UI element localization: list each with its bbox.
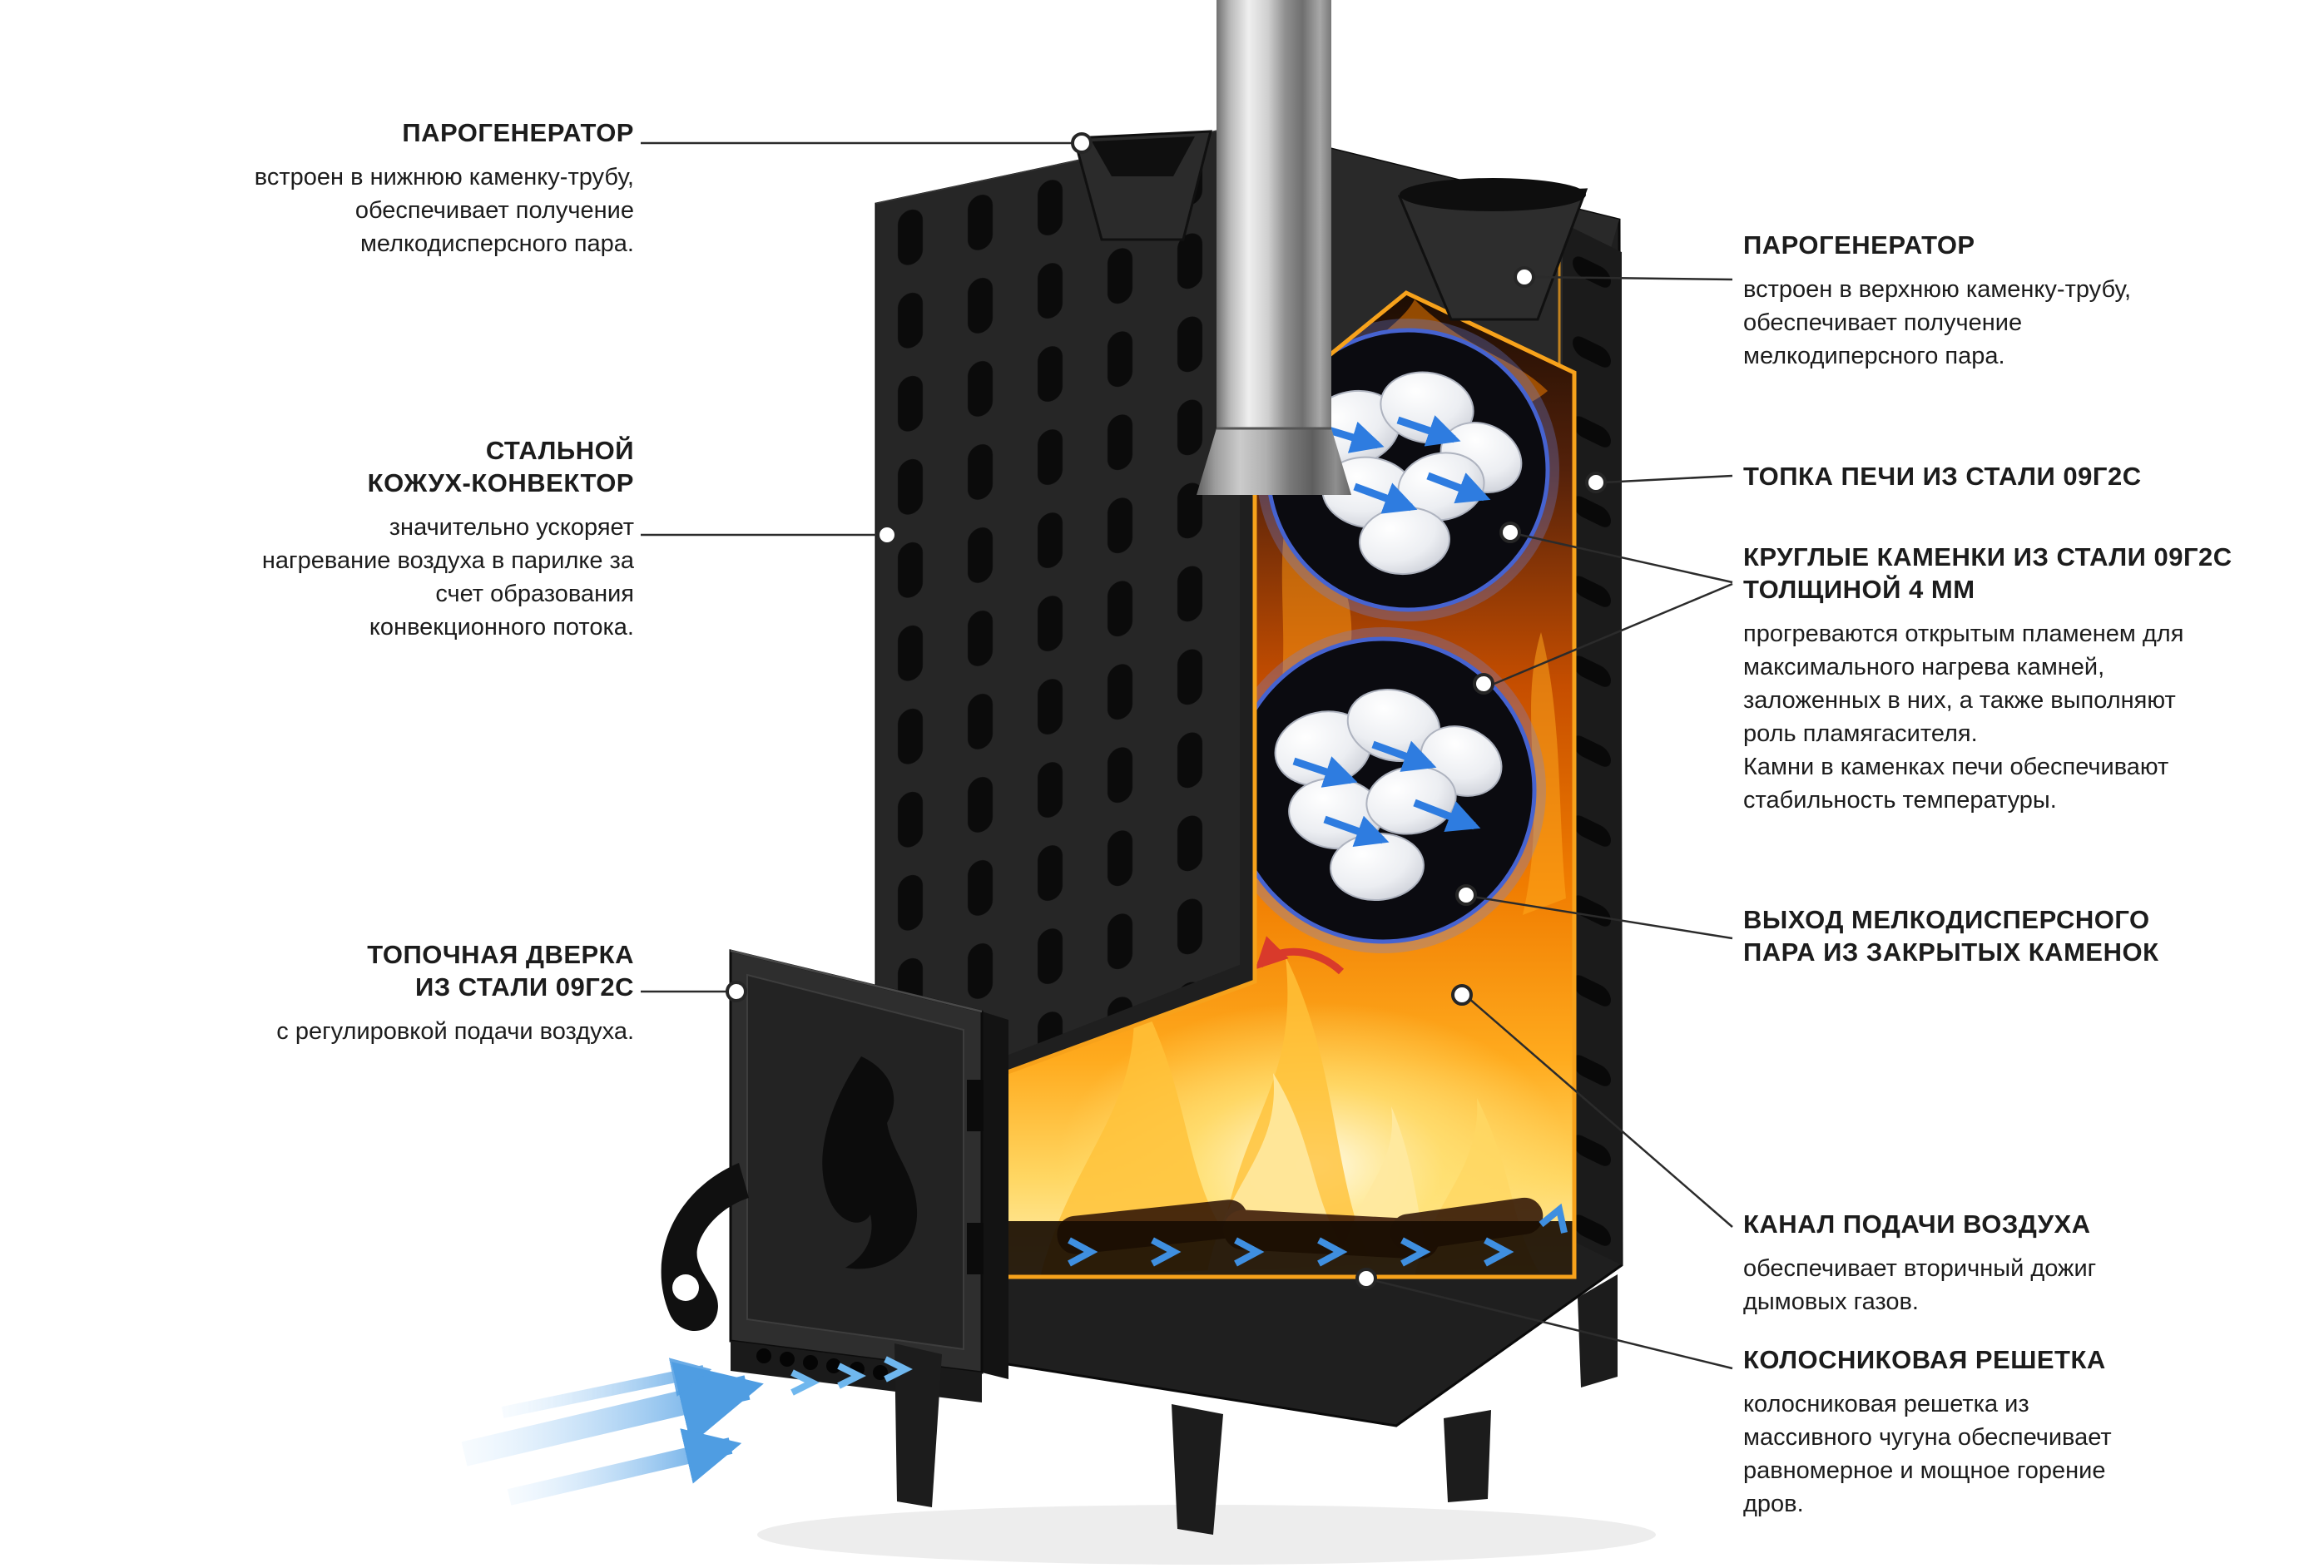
leader-stone-chamber-upper [1516,532,1733,584]
door-depth [982,1012,1008,1379]
label-steam-generator-lower: ПАРОГЕНЕРАТОР встроен в нижнюю каменку-т… [102,116,634,260]
convector-panel [876,126,1240,1106]
cutaway-interior [1005,293,1574,1277]
door-hinge-bottom [967,1223,984,1274]
firebox-door [661,949,1008,1402]
label-body: колосниковая решетка из массивного чугун… [1743,1391,2112,1517]
leader-fine-steam-outlet [1472,895,1733,940]
label-body: встроен в верхнюю каменку-трубу, обеспеч… [1743,276,2132,369]
label-air-supply-channel: КАНАЛ ПОДАЧИ ВОЗДУХА обеспечивает вторич… [1743,1208,2292,1318]
label-steam-generator-upper: ПАРОГЕНЕРАТОР встроен в верхнюю каменку-… [1743,229,2292,373]
pipe-base-cone [1197,428,1351,495]
label-title: ТОПОЧНАЯ ДВЕРКА ИЗ СТАЛИ 09Г2С [367,940,634,1002]
door-flame-emblem [822,1056,918,1269]
funnel-left [1073,130,1212,241]
channel-air-arrows [1068,1203,1568,1267]
side-slot-strip [1563,223,1622,1265]
label-steel-convector: СТАЛЬНОЙ КОЖУХ-КОНВЕКТОР значительно уск… [102,434,634,644]
label-title: ПАРОГЕНЕРАТОР [402,118,634,147]
cut-outline-orange [1003,290,1577,1279]
leader-air-supply-channel [1468,997,1733,1228]
label-body: прогреваются открытым пламенем для макси… [1743,621,2184,814]
label-fine-steam-outlet: ВЫХОД МЕЛКОДИСПЕРСНОГО ПАРА ИЗ ЗАКРЫТЫХ … [1743,903,2292,980]
label-title: СТАЛЬНОЙ КОЖУХ-КОНВЕКТОР [367,436,634,497]
leader-grate [1372,1279,1733,1370]
door-hinge-top [967,1080,984,1131]
label-firebox-door: ТОПОЧНАЯ ДВЕРКА ИЗ СТАЛИ 09Г2С с регулир… [102,938,634,1048]
label-grate: КОЛОСНИКОВАЯ РЕШЕТКА колосниковая решетк… [1743,1343,2292,1521]
steam-flow-arrows-lower [1292,740,1481,847]
floor-shadow [757,1505,1656,1565]
label-title: ВЫХОД МЕЛКОДИСПЕРСНОГО ПАРА ИЗ ЗАКРЫТЫХ … [1743,905,2159,967]
label-title: КАНАЛ ПОДАЧИ ВОЗДУХА [1743,1209,2091,1239]
leader-lines [641,141,1733,1370]
leader-dots [726,132,1607,1289]
convector-slots [876,131,1240,1106]
label-round-stone-chambers: КРУГЛЫЕ КАМЕНКИ ИЗ СТАЛИ 09Г2С ТОЛЩИНОЙ … [1743,541,2292,817]
label-body: с регулировкой подачи воздуха. [276,1018,634,1045]
label-body: обеспечивает вторичный дожиг дымовых газ… [1743,1255,2097,1315]
label-body: встроен в нижнюю каменку-трубу, обеспечи… [254,164,634,257]
chimney-pipe [1197,0,1351,495]
recirculation-arrow-red [1255,936,1345,975]
steam-flow-arrows-upper [1321,415,1491,514]
leader-furnace-steel [1602,474,1733,484]
lower-stone-chamber [1220,627,1546,953]
stove-legs [894,1274,1618,1535]
funnel-right [1397,178,1588,321]
label-title: КОЛОСНИКОВАЯ РЕШЕТКА [1743,1345,2106,1374]
air-channel-bottom [1005,1203,1574,1277]
label-body: значительно ускоряет нагревание воздуха … [261,514,634,641]
label-title: ПАРОГЕНЕРАТОР [1743,230,1975,260]
label-title: КРУГЛЫЕ КАМЕНКИ ИЗ СТАЛИ 09Г2С ТОЛЩИНОЙ … [1743,542,2232,604]
leader-stone-chamber-lower [1489,582,1733,687]
incoming-air-arrows [461,1356,913,1506]
leader-steam-generator-upper [1530,275,1733,281]
label-furnace-steel: ТОПКА ПЕЧИ ИЗ СТАЛИ 09Г2С [1743,460,2292,504]
label-title: ТОПКА ПЕЧИ ИЗ СТАЛИ 09Г2С [1743,462,2142,491]
